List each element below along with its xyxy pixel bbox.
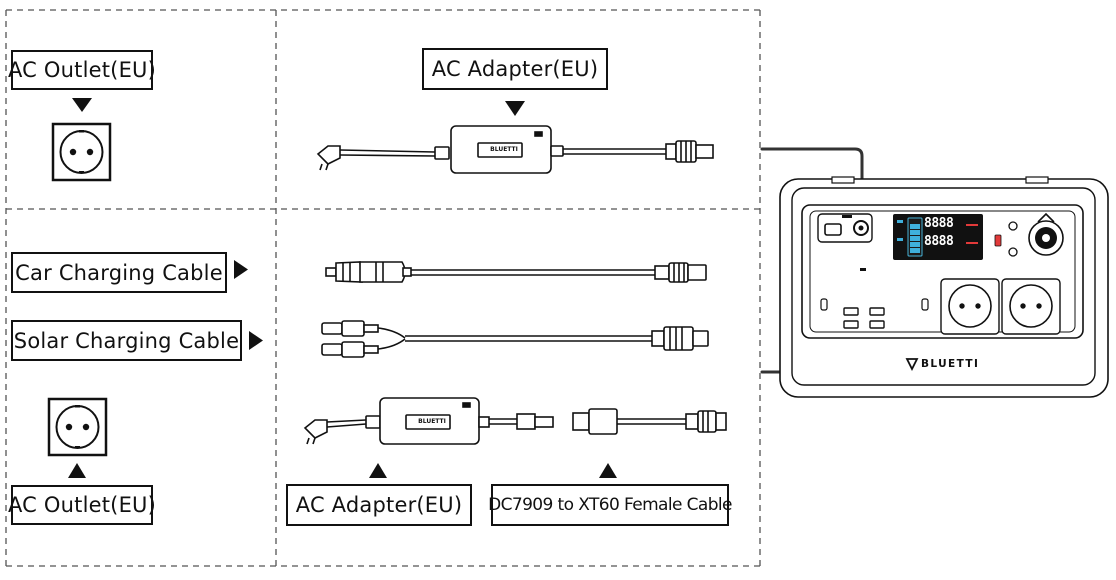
ac-adapter-bottom-label: AC Adapter(EU) bbox=[286, 484, 472, 526]
ac-outlet-bottom-label: AC Outlet(EU) bbox=[8, 485, 156, 525]
station-brand: BLUETTI bbox=[921, 358, 980, 370]
dc7909-xt60-cable-illustration bbox=[572, 408, 727, 435]
arrow-up-icon bbox=[599, 463, 617, 478]
solar-charging-cable-label: Solar Charging Cable bbox=[11, 320, 242, 361]
ac-adapter-top-label: AC Adapter(EU) bbox=[422, 48, 608, 90]
connection-lines bbox=[760, 147, 864, 374]
dc7909-cable-label: DC7909 to XT60 Female Cable bbox=[488, 484, 733, 526]
eu-wall-socket-bottom-icon bbox=[47, 397, 108, 457]
car-charging-cable-label: Car Charging Cable bbox=[11, 252, 227, 293]
arrow-right-icon bbox=[249, 331, 263, 350]
arrow-down-icon bbox=[72, 98, 92, 112]
car-charging-cable-illustration bbox=[325, 261, 707, 283]
solar-charging-cable-illustration bbox=[321, 320, 709, 358]
arrow-up-icon bbox=[369, 463, 387, 478]
display-readout-top: 8888 bbox=[924, 216, 954, 231]
arrow-right-icon bbox=[234, 260, 248, 279]
arrow-down-icon bbox=[505, 101, 525, 116]
display-readout-bottom: 8888 bbox=[924, 234, 954, 249]
adapter-top-brand: BLUETTI bbox=[490, 146, 518, 153]
arrow-up-icon bbox=[68, 463, 86, 478]
adapter-bottom-brand: BLUETTI bbox=[418, 418, 446, 425]
ac-outlet-top-label: AC Outlet(EU) bbox=[8, 50, 156, 90]
eu-wall-socket-top-icon bbox=[51, 122, 112, 182]
